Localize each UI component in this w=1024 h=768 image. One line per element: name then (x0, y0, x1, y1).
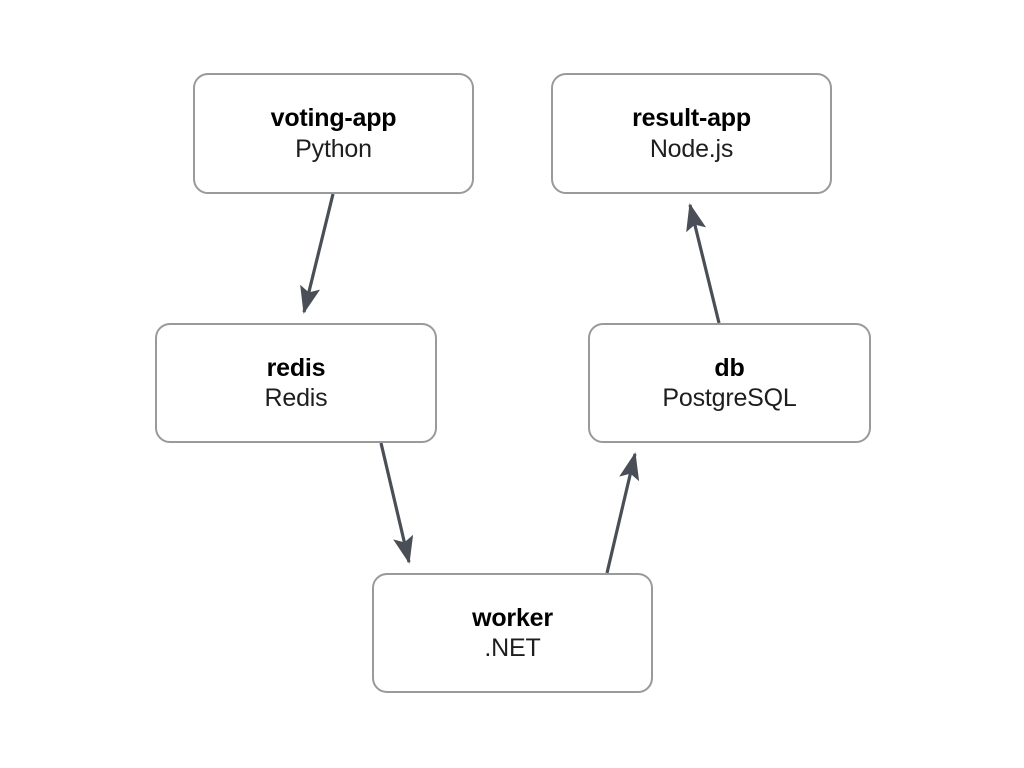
node-db[interactable]: db PostgreSQL (588, 323, 871, 443)
node-title: db (714, 353, 745, 382)
node-result-app[interactable]: result-app Node.js (551, 73, 832, 194)
node-subtitle: Node.js (649, 134, 734, 163)
node-title: redis (266, 353, 326, 382)
edge-redis-to-worker (379, 442, 414, 564)
node-title: worker (472, 603, 553, 632)
edge-voting-app-to-redis (300, 193, 335, 314)
node-subtitle: .NET (484, 634, 541, 662)
node-voting-app[interactable]: voting-app Python (193, 73, 474, 194)
node-redis[interactable]: redis Redis (155, 323, 437, 443)
edge-worker-to-db (605, 452, 640, 574)
node-worker[interactable]: worker .NET (372, 573, 653, 693)
node-subtitle: PostgreSQL (662, 384, 797, 412)
node-subtitle: Redis (264, 384, 328, 412)
edge-db-to-result-app (686, 203, 721, 324)
node-subtitle: Python (295, 134, 372, 163)
node-title: voting-app (270, 104, 397, 132)
node-title: result-app (632, 104, 751, 132)
